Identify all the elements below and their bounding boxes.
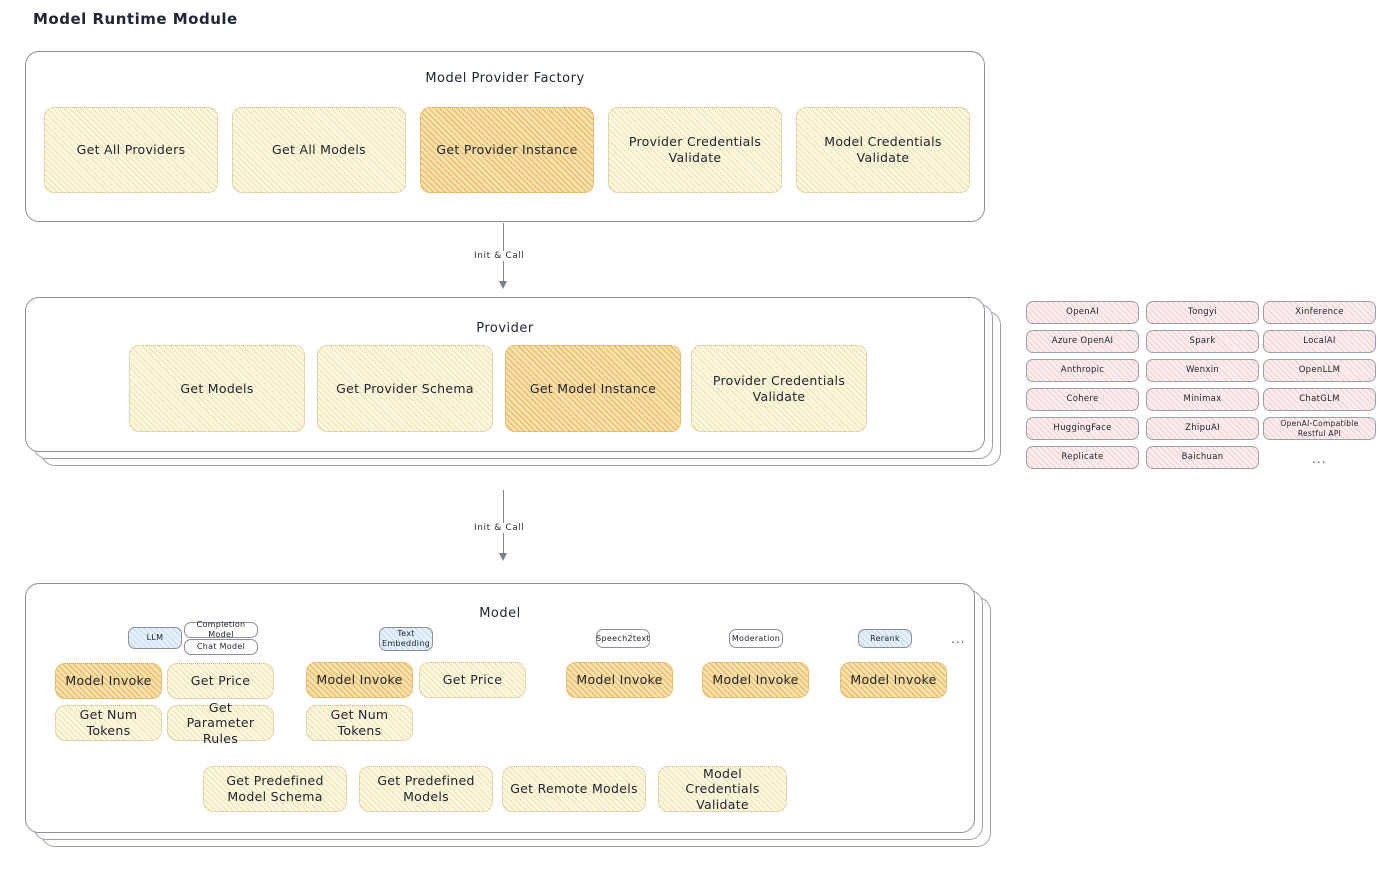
provider-chip-zhipuai[interactable]: ZhipuAI [1146,417,1259,440]
model-llm-method-get-parameter-rules[interactable]: Get Parameter Rules [167,700,274,746]
connector-2-label: Init & Call [470,523,529,533]
provider-list-more: ... [1312,452,1327,466]
model-llm-method-get-price[interactable]: Get Price [167,663,274,699]
model-panel: Model [25,583,975,833]
model-panel-title: Model [479,606,521,621]
page-title: Model Runtime Module [33,10,238,28]
model-common-get-predefined-model-schema[interactable]: Get Predefined Model Schema [203,766,347,812]
provider-chip-cohere[interactable]: Cohere [1026,388,1139,411]
model-common-get-remote-models[interactable]: Get Remote Models [502,766,646,812]
factory-item-get-all-providers[interactable]: Get All Providers [44,107,218,193]
provider-panel-title: Provider [476,321,534,336]
model-llm-method-model-invoke[interactable]: Model Invoke [55,663,162,699]
provider-item-get-models[interactable]: Get Models [129,345,305,432]
model-text-embedding-method-model-invoke[interactable]: Model Invoke [306,662,413,698]
provider-chip-localai[interactable]: LocalAI [1263,330,1376,353]
model-text-embedding-method-get-price[interactable]: Get Price [419,662,526,698]
factory-item-get-provider-instance[interactable]: Get Provider Instance [420,107,594,193]
provider-item-get-provider-schema[interactable]: Get Provider Schema [317,345,493,432]
provider-chip-openai-compatible-restful-api[interactable]: OpenAI-Compatible Restful API [1263,417,1376,440]
model-type-speech2text[interactable]: Speech2text [596,629,650,648]
factory-item-provider-credentials-validate[interactable]: Provider Credentials Validate [608,107,782,193]
connector-1-label: Init & Call [470,251,529,261]
model-speech2text-method-model-invoke[interactable]: Model Invoke [566,662,673,698]
model-text-embedding-method-get-num-tokens[interactable]: Get Num Tokens [306,705,413,741]
model-type-moderation[interactable]: Moderation [729,629,783,648]
model-type-llm[interactable]: LLM [128,627,182,649]
model-types-more: ... [951,632,966,646]
provider-chip-anthropic[interactable]: Anthropic [1026,359,1139,382]
model-common-get-predefined-models[interactable]: Get Predefined Models [359,766,493,812]
factory-item-model-credentials-validate[interactable]: Model Credentials Validate [796,107,970,193]
provider-chip-chatglm[interactable]: ChatGLM [1263,388,1376,411]
provider-chip-huggingface[interactable]: HuggingFace [1026,417,1139,440]
provider-chip-tongyi[interactable]: Tongyi [1146,301,1259,324]
model-type-llm-sub-completion-model[interactable]: Completion Model [184,620,258,639]
provider-chip-baichuan[interactable]: Baichuan [1146,446,1259,469]
provider-item-provider-credentials-validate[interactable]: Provider Credentials Validate [691,345,867,432]
provider-chip-spark[interactable]: Spark [1146,330,1259,353]
connector-1-arrowhead [499,281,507,289]
provider-chip-xinference[interactable]: Xinference [1263,301,1376,324]
model-rerank-method-model-invoke[interactable]: Model Invoke [840,662,947,698]
model-llm-method-get-num-tokens[interactable]: Get Num Tokens [55,705,162,741]
provider-item-get-model-instance[interactable]: Get Model Instance [505,345,681,432]
model-moderation-method-model-invoke[interactable]: Model Invoke [702,662,809,698]
model-common-model-credentials-validate[interactable]: Model Credentials Validate [658,766,787,812]
provider-chip-minimax[interactable]: Minimax [1146,388,1259,411]
factory-panel-title: Model Provider Factory [425,71,585,86]
connector-2-line [503,490,504,555]
provider-chip-azure-openai[interactable]: Azure OpenAI [1026,330,1139,353]
connector-2-arrowhead [499,553,507,561]
model-type-llm-sub-chat-model[interactable]: Chat Model [184,639,258,655]
provider-chip-openai[interactable]: OpenAI [1026,301,1139,324]
provider-chip-replicate[interactable]: Replicate [1026,446,1139,469]
model-type-text-embedding[interactable]: Text Embedding [379,627,433,651]
model-type-rerank[interactable]: Rerank [858,629,912,648]
provider-chip-openllm[interactable]: OpenLLM [1263,359,1376,382]
factory-item-get-all-models[interactable]: Get All Models [232,107,406,193]
provider-chip-wenxin[interactable]: Wenxin [1146,359,1259,382]
